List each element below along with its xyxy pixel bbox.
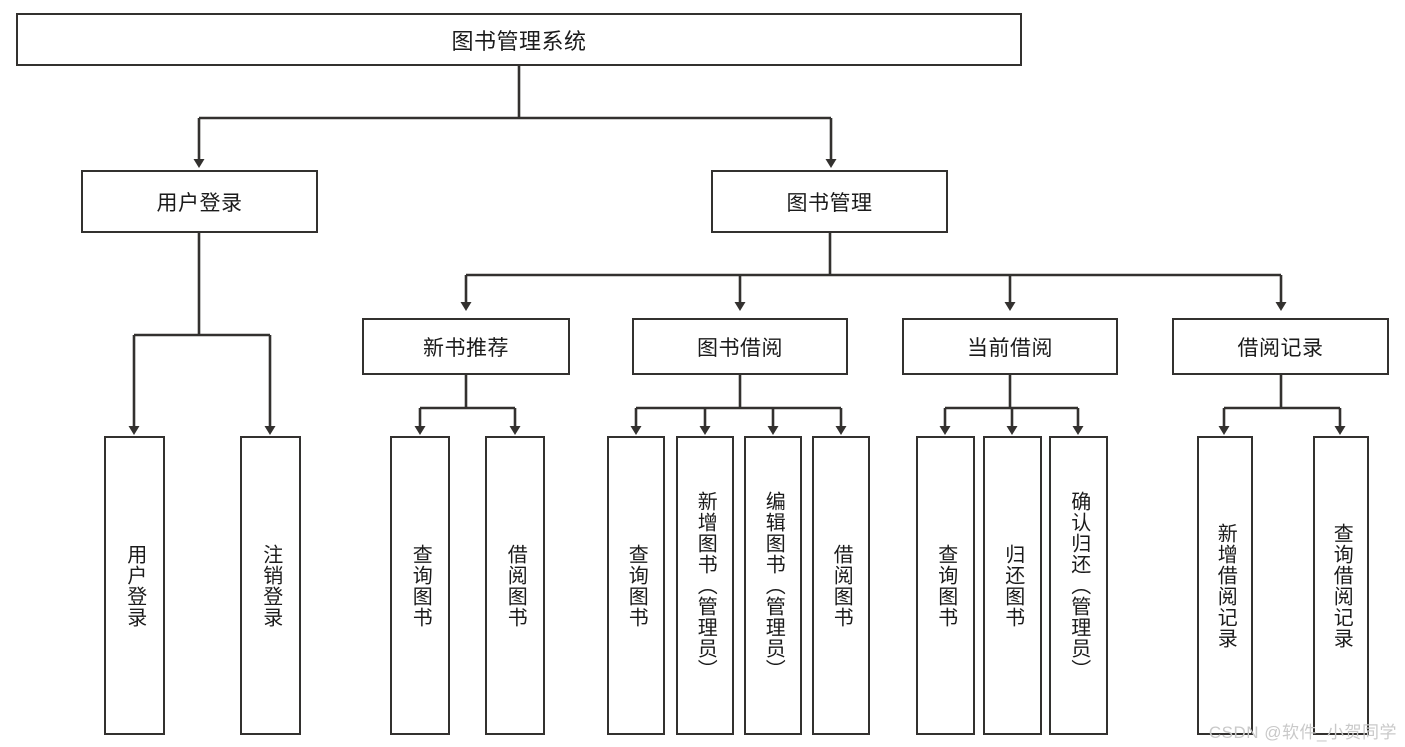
node-label: 当前借阅 <box>967 336 1053 360</box>
node-book-management[interactable]: 图书管理 <box>711 170 948 233</box>
node-label: 新增图书（管理员） <box>694 491 717 680</box>
node-label: 查询图书 <box>409 543 432 628</box>
node-label: 图书管理 <box>786 191 873 215</box>
node-label: 归还图书 <box>1001 543 1024 628</box>
leaf-add-book-admin[interactable]: 新增图书（管理员） <box>676 436 734 735</box>
watermark: CSDN @软件_小贺同学 <box>1208 723 1397 742</box>
node-label: 查询借阅记录 <box>1330 522 1353 649</box>
node-user-login[interactable]: 用户登录 <box>81 170 318 233</box>
leaf-edit-book-admin[interactable]: 编辑图书（管理员） <box>744 436 802 735</box>
node-label: 查询图书 <box>934 543 957 628</box>
node-label: 新增借阅记录 <box>1214 522 1237 649</box>
node-borrow-record[interactable]: 借阅记录 <box>1172 318 1389 375</box>
node-label: 注销登录 <box>259 543 282 628</box>
leaf-user-login[interactable]: 用户登录 <box>104 436 165 735</box>
leaf-logout-login[interactable]: 注销登录 <box>240 436 301 735</box>
leaf-query-borrow-record[interactable]: 查询借阅记录 <box>1313 436 1369 735</box>
node-label: 借阅图书 <box>504 543 527 628</box>
node-label: 确认归还（管理员） <box>1067 491 1090 680</box>
node-book-borrow[interactable]: 图书借阅 <box>632 318 848 375</box>
node-book-management-system[interactable]: 图书管理系统 <box>16 13 1022 66</box>
node-new-book-recommend[interactable]: 新书推荐 <box>362 318 570 375</box>
node-label: 借阅图书 <box>830 543 853 628</box>
leaf-query-book-recommend[interactable]: 查询图书 <box>390 436 450 735</box>
node-label: 编辑图书（管理员） <box>762 491 785 680</box>
leaf-return-book[interactable]: 归还图书 <box>983 436 1042 735</box>
node-label: 新书推荐 <box>423 336 509 360</box>
node-current-borrow[interactable]: 当前借阅 <box>902 318 1118 375</box>
node-label: 查询图书 <box>625 543 648 628</box>
leaf-borrow-book[interactable]: 借阅图书 <box>812 436 870 735</box>
node-label: 图书借阅 <box>697 336 783 360</box>
node-label: 用户登录 <box>123 543 146 628</box>
leaf-add-borrow-record[interactable]: 新增借阅记录 <box>1197 436 1253 735</box>
leaf-query-book-borrow[interactable]: 查询图书 <box>607 436 665 735</box>
leaf-query-book-current[interactable]: 查询图书 <box>916 436 975 735</box>
node-label: 用户登录 <box>156 191 243 215</box>
leaf-borrow-book-recommend[interactable]: 借阅图书 <box>485 436 545 735</box>
node-label: 借阅记录 <box>1237 336 1324 360</box>
leaf-confirm-return-admin[interactable]: 确认归还（管理员） <box>1049 436 1108 735</box>
node-label: 图书管理系统 <box>451 28 587 54</box>
